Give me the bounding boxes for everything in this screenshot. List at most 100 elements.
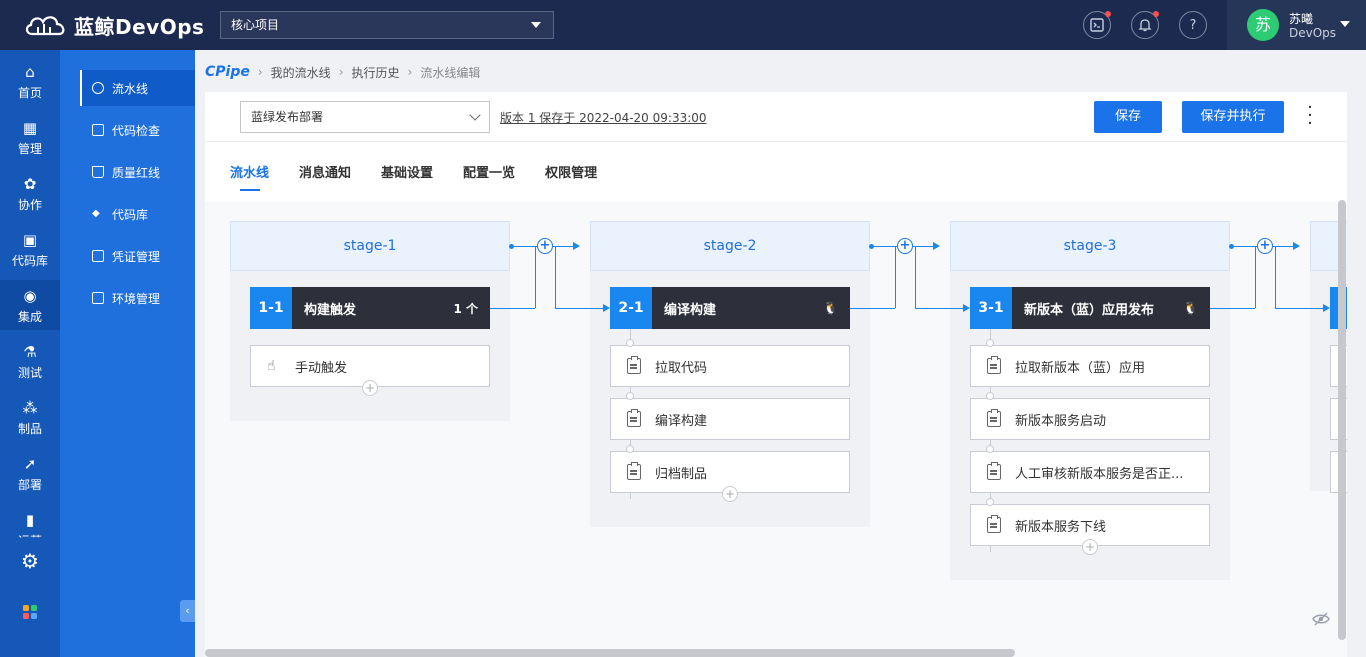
task-label: 手动触发 — [295, 360, 348, 376]
add-stage-button[interactable]: + — [897, 238, 913, 254]
task-item[interactable]: 人工审核新版本服务是否正... — [970, 451, 1210, 493]
tab-permissions[interactable]: 权限管理 — [545, 166, 598, 181]
breadcrumb-current: 流水线编辑 — [420, 65, 481, 80]
collapse-sidebar-button[interactable]: ‹ — [180, 600, 195, 622]
task-item[interactable]: 新版本服务启动 — [970, 398, 1210, 440]
help-icon[interactable]: ? — [1179, 11, 1207, 39]
nav-item-artifact[interactable]: ⁂制品 — [17, 399, 42, 436]
nav-item-collab[interactable]: ✿协作 — [17, 175, 42, 212]
breadcrumb-item[interactable]: 我的流水线 — [270, 65, 331, 80]
connector-dot — [869, 244, 874, 249]
code-check-icon — [92, 124, 104, 136]
add-task-button[interactable]: + — [362, 380, 378, 396]
nav-item-deploy[interactable]: ➚部署 — [17, 455, 42, 492]
job-header[interactable]: 3-1 新版本（蓝）应用发布 🐧 — [970, 287, 1210, 329]
horizontal-scrollbar[interactable] — [205, 649, 1015, 657]
connector-line — [555, 308, 603, 309]
stage-card: stage-1 1-1 构建触发 1 个 ☝ 手动触发 + — [230, 221, 510, 421]
more-icon[interactable]: ··· — [1307, 97, 1313, 134]
repo-icon: ◆ — [92, 208, 100, 219]
nav-item-ops[interactable]: ▮运营 — [0, 504, 60, 538]
terminal-icon[interactable] — [1083, 11, 1111, 39]
bell-icon[interactable] — [1131, 11, 1159, 39]
nav-item-code[interactable]: ▣代码库 — [11, 231, 48, 268]
job-number: 1-1 — [250, 287, 292, 329]
job-header[interactable]: 1-1 构建触发 1 个 — [250, 287, 490, 329]
task-label: 新版本服务启动 — [1015, 413, 1107, 429]
sidebar-item-code-check[interactable]: 代码检查 — [80, 112, 195, 148]
stage-header[interactable]: stage-3 — [950, 221, 1230, 271]
sidebar-item-credentials[interactable]: 凭证管理 — [80, 238, 195, 274]
primary-nav: ⌂首页 ▦管理 ✿协作 ▣代码库 ◉集成 ⚗测试 ⁂制品 ➚部署 ▮运营 ⚙ — [0, 50, 60, 657]
top-bar: 蓝鲸DevOps 核心项目 ? 苏 苏曦 DevOps — [0, 0, 1366, 50]
add-task-button[interactable]: + — [722, 486, 738, 502]
save-and-run-button[interactable]: 保存并执行 — [1182, 101, 1284, 133]
collab-icon: ✿ — [23, 175, 37, 193]
connector-line — [1232, 246, 1257, 247]
arrow-right-icon — [963, 304, 970, 312]
tab-pipeline[interactable]: 流水线 — [230, 162, 269, 191]
pipeline-select[interactable]: 蓝绿发布部署 — [240, 101, 490, 133]
user-menu[interactable]: 苏 苏曦 DevOps — [1227, 0, 1366, 50]
connector-line — [915, 308, 963, 309]
connector-line — [913, 246, 935, 247]
user-name: 苏曦 — [1289, 12, 1314, 26]
connector-line — [1210, 308, 1255, 309]
nav-item-integration[interactable]: ◉集成 — [0, 280, 60, 330]
connector-line — [850, 308, 895, 309]
caret-down-icon — [1340, 21, 1350, 27]
clipboard-icon — [627, 356, 641, 374]
tab-basic-settings[interactable]: 基础设置 — [381, 166, 434, 181]
sidebar-item-environment[interactable]: 环境管理 — [80, 280, 195, 316]
task-label: 人工审核新版本服务是否正... — [1015, 466, 1184, 482]
task-label: 拉取代码 — [655, 360, 708, 376]
clipboard-icon — [987, 462, 1001, 480]
eye-off-icon[interactable] — [1312, 612, 1330, 630]
job-number: 2-1 — [610, 287, 652, 329]
tab-notification[interactable]: 消息通知 — [299, 166, 352, 181]
job-header[interactable]: 2-1 编译构建 🐧 — [610, 287, 850, 329]
add-stage-button[interactable]: + — [1257, 238, 1273, 254]
breadcrumb-item[interactable]: 执行历史 — [351, 65, 400, 80]
vertical-scrollbar[interactable] — [1338, 200, 1346, 640]
chevron-down-icon — [469, 109, 481, 121]
add-stage-button[interactable]: + — [537, 238, 553, 254]
nav-item-test[interactable]: ⚗测试 — [17, 343, 42, 380]
environment-icon — [92, 292, 104, 304]
clipboard-icon — [627, 462, 641, 480]
stage-header[interactable]: stage-2 — [590, 221, 870, 271]
connector-node — [626, 339, 634, 347]
add-task-button[interactable]: + — [1082, 539, 1098, 555]
editor-toolbar: 蓝绿发布部署 版本 1 保存于 2022-04-20 09:33:00 保存 保… — [205, 92, 1347, 142]
task-item[interactable]: 拉取新版本（蓝）应用 — [970, 345, 1210, 387]
chart-icon: ▮ — [25, 511, 35, 529]
task-item[interactable]: 拉取代码 — [610, 345, 850, 387]
stage-header[interactable]: stage-1 — [230, 221, 510, 271]
task-item[interactable]: 编译构建 — [610, 398, 850, 440]
sidebar-item-pipeline[interactable]: 流水线 — [80, 70, 195, 106]
save-button[interactable]: 保存 — [1094, 101, 1162, 133]
pipeline-canvas: stage-1 1-1 构建触发 1 个 ☝ 手动触发 + stage-2 2-… — [205, 202, 1347, 657]
connector-node — [626, 445, 634, 453]
connector-node — [986, 445, 994, 453]
editor-tabs: 流水线 消息通知 基础设置 配置一览 权限管理 — [230, 162, 598, 191]
cpipe-logo: CPipe — [205, 64, 250, 80]
logo[interactable]: 蓝鲸DevOps — [24, 11, 204, 39]
nav-item-home[interactable]: ⌂首页 — [17, 63, 42, 100]
apps-icon[interactable] — [0, 600, 60, 630]
rocket-icon: ➚ — [23, 455, 37, 473]
flask-icon: ⚗ — [23, 343, 37, 361]
settings-icon[interactable]: ⚙ — [21, 549, 39, 573]
project-select[interactable]: 核心项目 — [220, 11, 554, 39]
tab-config-overview[interactable]: 配置一览 — [463, 166, 516, 181]
connector-line — [872, 246, 897, 247]
task-item[interactable]: 新版本服务下线 — [970, 504, 1210, 546]
caret-down-icon — [531, 22, 541, 28]
nav-item-manage[interactable]: ▦管理 — [17, 119, 42, 156]
avatar: 苏 — [1247, 9, 1279, 41]
sidebar-item-repo[interactable]: ◆代码库 — [92, 207, 149, 222]
connector-line — [1275, 308, 1323, 309]
job-name: 新版本（蓝）应用发布 — [1024, 302, 1155, 318]
sidebar-item-quality-gate[interactable]: 质量红线 — [80, 154, 195, 190]
version-info[interactable]: 版本 1 保存于 2022-04-20 09:33:00 — [500, 111, 707, 125]
